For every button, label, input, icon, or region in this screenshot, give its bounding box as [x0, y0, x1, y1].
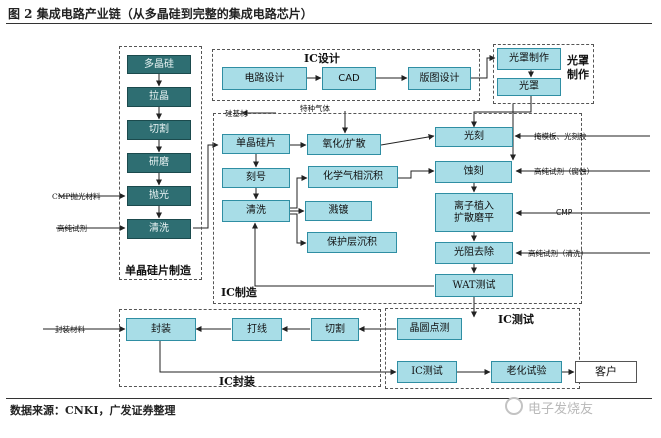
- region-mask-label: 光罩制作: [567, 54, 589, 82]
- input-cmp: CMP: [556, 208, 573, 217]
- fab-left-3: 清洗: [222, 200, 290, 222]
- wafer-step-2: 拉晶: [127, 87, 191, 107]
- fab-mid-4: 保护层沉积: [307, 232, 397, 253]
- fab-mid-2: 化学气相沉积: [308, 166, 398, 188]
- wafer-step-4: 研磨: [127, 153, 191, 173]
- input-cmp-polish: CMP抛光材料: [52, 192, 101, 201]
- input-hp-reagent-etch: 高纯试剂（腐蚀）: [534, 167, 594, 176]
- package-step-2: 打线: [232, 318, 282, 341]
- fab-mid-1: 氧化/扩散: [307, 134, 381, 155]
- region-ic-manufacturing-label: IC制造: [221, 286, 257, 299]
- mask-step-2: 光罩: [497, 78, 561, 96]
- test-step-4: 客户: [575, 361, 637, 383]
- test-step-3: 老化试验: [491, 361, 562, 383]
- region-mask: [493, 44, 594, 104]
- input-mask-resist: 掩模板、光刻胶: [534, 132, 587, 141]
- fab-right-3: 离子植入扩散磨平: [435, 193, 513, 232]
- fab-right-2: 蚀刻: [435, 161, 512, 183]
- region-ic-packaging-label: IC封装: [219, 375, 255, 388]
- region-ic-test-label: IC测试: [498, 313, 534, 326]
- watermark-logo: [505, 397, 523, 415]
- fab-right-5: WAT测试: [435, 274, 513, 297]
- mask-step-1: 光罩制作: [497, 48, 561, 70]
- title-rule: [6, 23, 652, 24]
- input-package-material: 封装材料: [55, 325, 85, 334]
- figure-title: 图 2 集成电路产业链（从多晶硅到完整的集成电路芯片）: [8, 7, 313, 21]
- wafer-step-3: 切割: [127, 120, 191, 140]
- fab-right-4: 光阻去除: [435, 242, 513, 264]
- region-wafer: [119, 46, 202, 280]
- fab-left-2: 刻号: [222, 168, 290, 188]
- input-hp-reagent: 高纯试剂: [57, 224, 87, 233]
- package-step-3: 切割: [311, 318, 359, 341]
- design-step-1: 电路设计: [222, 67, 307, 90]
- region-ic-design-label: IC设计: [304, 52, 340, 65]
- region-ic-test: [385, 308, 580, 389]
- data-source: 数据来源：CNKI，广发证券整理: [10, 404, 176, 417]
- watermark-text: 电子发烧友: [528, 402, 594, 417]
- region-wafer-label: 单晶硅片制造: [125, 264, 191, 277]
- fab-right-1: 光刻: [435, 127, 513, 147]
- test-step-2: IC测试: [397, 361, 457, 383]
- design-step-2: CAD: [322, 67, 376, 90]
- input-hp-reagent-clean: 高纯试剂（清洗）: [528, 249, 588, 258]
- input-special-gas: 特种气体: [300, 104, 330, 113]
- wafer-step-6: 清洗: [127, 219, 191, 239]
- fab-right-3-text: 离子植入扩散磨平: [454, 201, 494, 224]
- region-mask-label-text: 光罩制作: [567, 54, 589, 81]
- design-step-3: 版图设计: [408, 67, 471, 90]
- input-wafer-substrate: 硅基材: [225, 109, 248, 118]
- region-ic-manufacturing: [213, 113, 582, 304]
- region-ic-packaging: [119, 309, 381, 387]
- region-ic-design: [212, 49, 480, 101]
- fab-mid-3: 溅镀: [305, 201, 372, 221]
- fab-left-1: 单晶硅片: [222, 134, 290, 154]
- package-step-1: 封装: [126, 318, 196, 341]
- wafer-step-5: 抛光: [127, 186, 191, 206]
- wafer-step-1: 多晶硅: [127, 55, 191, 74]
- test-step-1: 晶圆点测: [397, 318, 462, 340]
- bottom-rule: [6, 398, 652, 399]
